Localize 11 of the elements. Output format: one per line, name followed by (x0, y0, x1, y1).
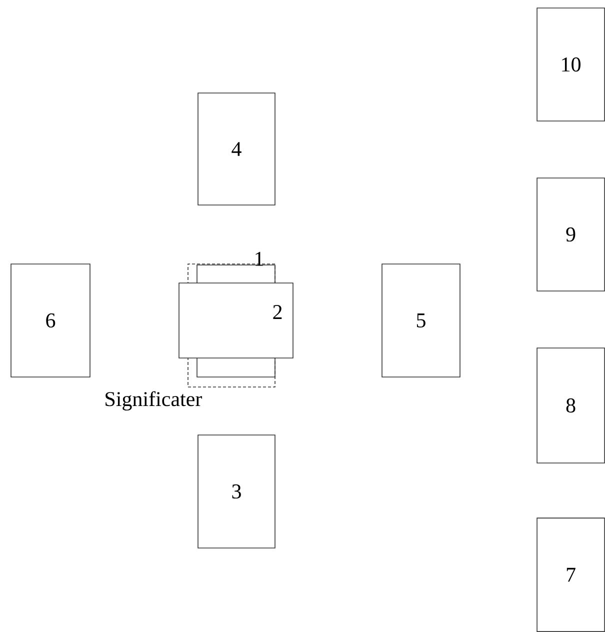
card-number: 2 (273, 305, 282, 319)
card-number: 3 (232, 484, 241, 499)
card-number: 4 (232, 142, 242, 156)
card-number: 6 (46, 313, 56, 328)
card-number: 5 (416, 314, 426, 328)
card-number: 7 (566, 568, 576, 582)
card-number: 8 (566, 398, 576, 413)
card-number: 1 (256, 252, 263, 266)
card-number: 10 (562, 57, 580, 72)
card-number: 9 (566, 227, 576, 242)
box-label: Significater (106, 391, 202, 411)
